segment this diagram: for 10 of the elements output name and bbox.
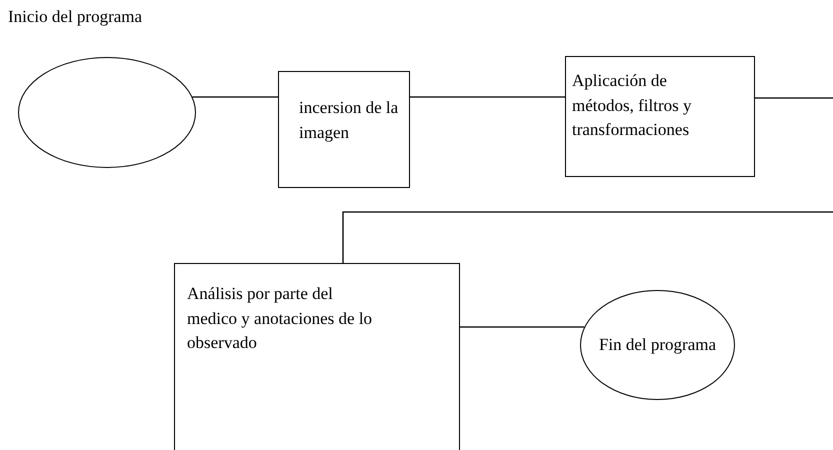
connector-line [460,326,584,328]
process-box: Aplicación de métodos, filtros y transformaciones [565,56,755,177]
node-title: Inicio del programa [8,7,142,27]
connector-line [192,96,278,98]
process-box: incersion de la imagen [278,71,410,188]
connector-line [410,96,565,98]
connector-line [342,211,833,263]
connector-line [755,97,833,99]
process-box: Análisis por parte del medico y anotaciones de lo observado [174,263,460,450]
end-ellipse: Fin del programa [580,290,735,400]
